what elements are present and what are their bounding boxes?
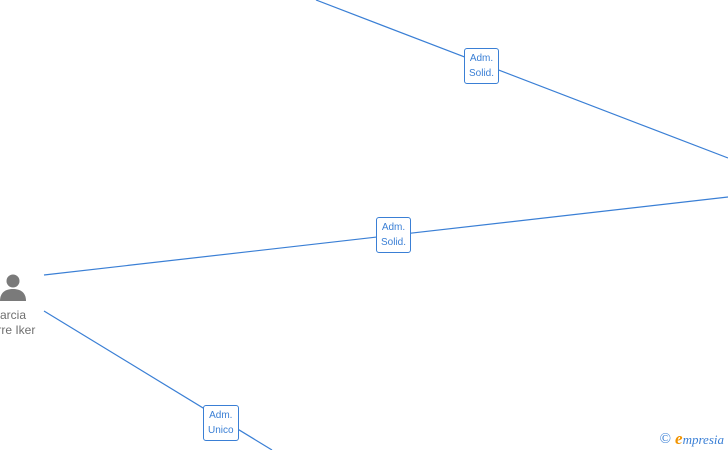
person-name-line1: arcia — [0, 308, 26, 322]
relationship-label-line2: Unico — [208, 425, 234, 436]
brand-rest: mpresia — [682, 432, 724, 447]
relationship-label-adm-solid-middle[interactable]: Adm. Solid. — [376, 217, 412, 253]
relationship-label-line2: Solid. — [469, 68, 495, 79]
brand-initial: e — [675, 429, 683, 448]
person-name-line2: orre Iker — [0, 323, 36, 337]
person-icon — [0, 274, 26, 301]
person-node[interactable]: arcia orre Iker — [0, 272, 46, 338]
relationship-label-adm-unico[interactable]: Adm. Unico — [203, 405, 239, 441]
edge-top-link — [315, 0, 728, 159]
relationship-label-adm-solid-top[interactable]: Adm. Solid. — [464, 48, 500, 84]
relationship-label-line1: Adm. — [469, 53, 494, 64]
relationship-label-line1: Adm. — [209, 410, 233, 421]
empresia-watermark: © empresia — [659, 429, 724, 448]
relationship-label-line1: Adm. — [381, 222, 406, 233]
copyright-symbol: © — [659, 430, 672, 447]
person-name: arcia orre Iker — [0, 308, 46, 338]
brand-logo: empresia — [675, 429, 724, 448]
relationship-label-line2: Solid. — [381, 237, 407, 248]
